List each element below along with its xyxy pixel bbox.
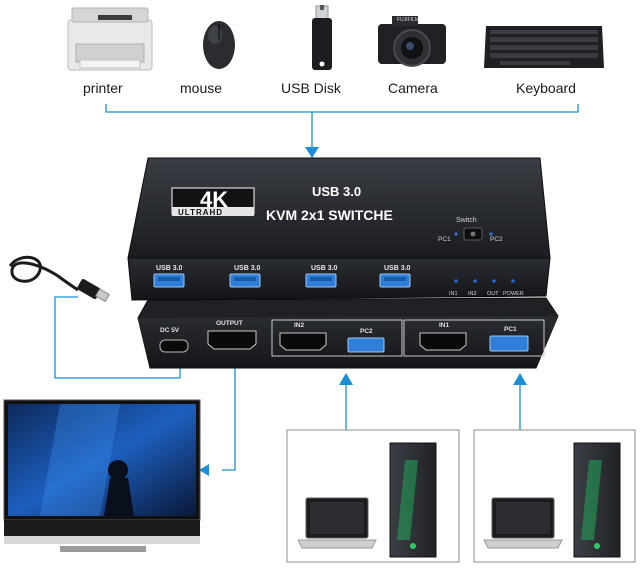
tower-image-pc1: [573, 442, 621, 558]
camera-brand: FUJIFILM: [397, 17, 419, 23]
kvm-switch-device: 4K ULTRAHD USB 3.0 KVM 2x1 SWITCHE Switc…: [127, 157, 559, 369]
mouse-label: mouse: [180, 80, 223, 96]
usb-port-label-2: USB 3.0: [234, 265, 261, 272]
dc-port: [159, 339, 189, 353]
laptop-image-pc2: [297, 497, 377, 549]
led-label-in1: IN1: [449, 291, 458, 297]
device-title-kvm: KVM 2x1 SWITCHE: [266, 207, 393, 223]
switch-label: Switch: [456, 217, 477, 224]
pc1-top-label: PC1: [438, 236, 451, 243]
hdmi-in2-port: [279, 332, 327, 351]
pc2-station: [286, 429, 460, 563]
device-title-usb: USB 3.0: [312, 184, 361, 199]
hdmi-in1-port: [419, 332, 467, 351]
led-label-power: POWER: [503, 291, 524, 297]
usb-port-label-4: USB 3.0: [384, 265, 411, 272]
usb-pc1-port: [489, 335, 529, 352]
camera-image: FUJIFILM: [378, 16, 446, 67]
badge-4k: 4K: [200, 187, 228, 212]
tower-image-pc2: [389, 442, 437, 558]
usb-port-label-1: USB 3.0: [156, 265, 183, 272]
mouse-image: [203, 21, 235, 69]
status-leds: [454, 279, 515, 283]
badge-ultrahd: ULTRAHD: [178, 208, 223, 217]
printer-label: printer: [83, 80, 123, 96]
keyboard-label: Keyboard: [516, 80, 576, 96]
laptop-image-pc1: [483, 497, 563, 549]
connector-arrows: [199, 147, 527, 476]
tv-monitor-image: [3, 399, 201, 552]
usb-disk-image: [312, 5, 332, 70]
usb-cable-image: [8, 255, 110, 303]
back-pc2-label: PC2: [360, 328, 373, 335]
hdmi-output-port: [207, 330, 257, 350]
printer-image: [67, 7, 153, 71]
front-usb-ports: [153, 273, 411, 288]
led-label-in2: IN2: [468, 291, 477, 297]
usb-pc2-port: [347, 337, 385, 353]
back-in2-label: IN2: [294, 322, 305, 329]
back-in1-label: IN1: [439, 322, 450, 329]
back-pc1-label: PC1: [504, 326, 517, 333]
usb-port-label-3: USB 3.0: [311, 265, 338, 272]
back-dc-label: DC 5V: [160, 327, 180, 334]
usb-disk-label: USB Disk: [281, 80, 341, 96]
back-output-label: OUTPUT: [216, 320, 243, 327]
pc1-station: [473, 429, 636, 563]
pc2-top-label: PC2: [490, 236, 503, 243]
keyboard-image: [484, 26, 604, 68]
camera-label: Camera: [388, 80, 438, 96]
led-label-out: OUT: [487, 291, 499, 297]
